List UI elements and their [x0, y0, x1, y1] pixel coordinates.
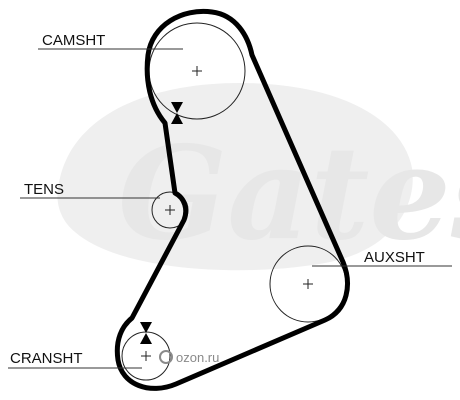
crankshaft-center-mark: [141, 351, 151, 361]
ozon-site-text: ozon.ru: [176, 350, 219, 365]
camshaft-label: CAMSHT: [42, 32, 105, 49]
crankshaft-timing-mark: [140, 322, 152, 344]
tensioner-center-mark: [165, 205, 175, 215]
ozon-logo-icon: [159, 350, 173, 364]
camshaft-center-mark: [192, 66, 202, 76]
tensioner-label: TENS: [24, 181, 64, 198]
camshaft-timing-mark: [171, 102, 183, 124]
gates-watermark-logo: Gates: [57, 82, 460, 271]
auxiliary-center-mark: [303, 279, 313, 289]
ozon-badge: ozon.ru: [159, 350, 219, 365]
timing-belt: [114, 8, 350, 391]
auxiliary-shaft-label: AUXSHT: [364, 249, 425, 266]
crankshaft-label: CRANSHT: [10, 350, 83, 367]
